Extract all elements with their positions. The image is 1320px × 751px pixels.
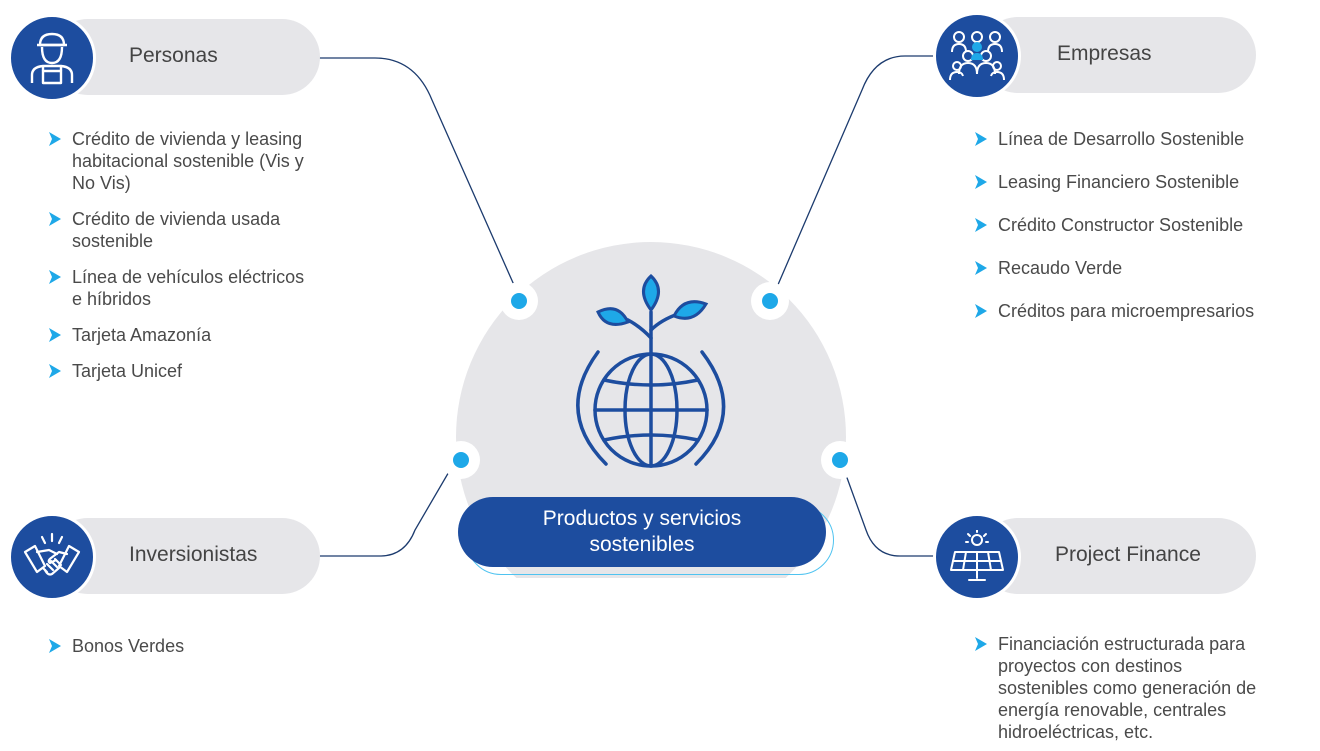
chevron-right-icon (975, 132, 987, 146)
connector-personas (312, 57, 515, 286)
list-item: Crédito de vivienda y leasing habitacion… (48, 128, 378, 194)
list-item: Leasing Financiero Sostenible (974, 171, 1319, 193)
personas-list: Crédito de vivienda y leasing habitacion… (48, 128, 378, 382)
connector-empresas (776, 55, 938, 288)
empresas-label: Empresas (1057, 42, 1152, 65)
chevron-right-icon (975, 637, 987, 651)
center-title-line2: sostenibles (589, 533, 695, 556)
project-finance-label: Project Finance (1055, 543, 1201, 566)
people-group-icon (949, 31, 1005, 81)
list-item: Financiación estructurada para proyectos… (974, 633, 1319, 743)
empresas-pill (980, 17, 1256, 93)
list-item: Tarjeta Amazonía (48, 324, 378, 346)
list-item: Crédito Constructor Sostenible (974, 214, 1319, 236)
project-finance-icon-circle (933, 513, 1021, 601)
empresas-icon-circle (933, 12, 1021, 100)
person-worker-icon (30, 32, 74, 85)
list-item: Línea de Desarrollo Sostenible (974, 128, 1319, 150)
handshake-icon (23, 532, 81, 576)
inversionistas-icon-circle (8, 513, 96, 601)
dot-project-finance (821, 441, 859, 479)
chevron-right-icon (49, 132, 61, 146)
chevron-right-icon (975, 304, 987, 318)
center-title: Productos y servicios sostenibles (458, 497, 826, 567)
chevron-right-icon (49, 270, 61, 284)
dot-personas (500, 282, 538, 320)
personas-label: Personas (129, 44, 218, 67)
list-item: Créditos para microempresarios (974, 300, 1319, 322)
center-circle-cutoff (440, 578, 860, 658)
chevron-right-icon (49, 639, 61, 653)
list-item: Línea de vehículos eléctricos e híbridos (48, 266, 378, 310)
personas-icon-circle (8, 14, 96, 102)
chevron-right-icon (975, 261, 987, 275)
list-item: Bonos Verdes (48, 635, 348, 657)
globe-plant-icon (576, 273, 726, 468)
dot-inversionistas (442, 441, 480, 479)
list-item: Tarjeta Unicef (48, 360, 378, 382)
connector-project-finance (845, 474, 936, 557)
inversionistas-list: Bonos Verdes (48, 635, 348, 657)
empresas-list: Línea de Desarrollo Sostenible Leasing F… (974, 128, 1319, 322)
project-finance-list: Financiación estructurada para proyectos… (974, 633, 1319, 743)
dot-empresas (751, 282, 789, 320)
chevron-right-icon (49, 328, 61, 342)
chevron-right-icon (49, 364, 61, 378)
chevron-right-icon (49, 212, 61, 226)
solar-panel-icon (950, 530, 1004, 581)
inversionistas-label: Inversionistas (129, 543, 258, 566)
chevron-right-icon (975, 175, 987, 189)
project-finance-pill (980, 518, 1256, 594)
center-title-line1: Productos y servicios (542, 507, 742, 530)
list-item: Crédito de vivienda usada sostenible (48, 208, 378, 252)
chevron-right-icon (975, 218, 987, 232)
connector-inversionistas (312, 469, 451, 557)
list-item: Recaudo Verde (974, 257, 1319, 279)
